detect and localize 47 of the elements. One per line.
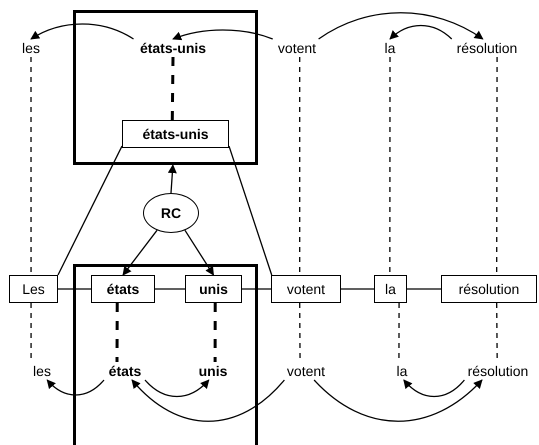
arrow xyxy=(318,12,484,40)
arrow xyxy=(389,24,452,40)
word-label: les xyxy=(18,39,44,57)
word-box: états-unis xyxy=(122,120,229,148)
word-label: les xyxy=(29,362,55,380)
dashed-line xyxy=(214,303,217,362)
word-box: unis xyxy=(185,275,242,303)
arrow xyxy=(168,164,177,194)
arrow xyxy=(184,230,214,276)
ellipse-node: RC xyxy=(143,193,199,233)
word-box: états xyxy=(91,275,155,303)
word-label: états-unis xyxy=(126,39,220,57)
connector-line xyxy=(242,288,271,290)
dashed-line xyxy=(496,57,498,275)
connector-line xyxy=(155,288,185,290)
arrow xyxy=(30,23,134,40)
arrow xyxy=(172,29,273,40)
connector-line xyxy=(57,146,123,276)
dashed-line xyxy=(30,57,32,275)
dashed-line xyxy=(116,303,119,362)
dashed-line xyxy=(299,57,300,275)
word-label: résolution xyxy=(458,362,538,380)
dashed-line xyxy=(170,56,174,120)
connector-line xyxy=(228,146,272,276)
arrow xyxy=(131,379,285,422)
word-label: états xyxy=(100,362,150,380)
arrow xyxy=(46,379,104,396)
connector-line xyxy=(407,288,441,290)
frame-box xyxy=(73,264,258,445)
word-box: Les xyxy=(9,275,58,303)
connector-line xyxy=(58,288,91,290)
word-label: votent xyxy=(270,39,324,57)
dashed-line xyxy=(389,57,391,275)
word-label: la xyxy=(381,39,399,57)
frame-box xyxy=(73,10,258,165)
word-box: votent xyxy=(271,275,341,303)
word-box: résolution xyxy=(441,275,537,303)
word-label: la xyxy=(393,362,411,380)
arrow xyxy=(403,379,465,398)
word-box: la xyxy=(374,275,407,303)
word-label: votent xyxy=(279,362,333,380)
arrow xyxy=(314,379,483,422)
arrow xyxy=(144,379,210,398)
word-label: résolution xyxy=(445,39,529,57)
word-label: unis xyxy=(192,362,234,380)
connector-line xyxy=(341,288,374,290)
arrow xyxy=(122,230,158,276)
